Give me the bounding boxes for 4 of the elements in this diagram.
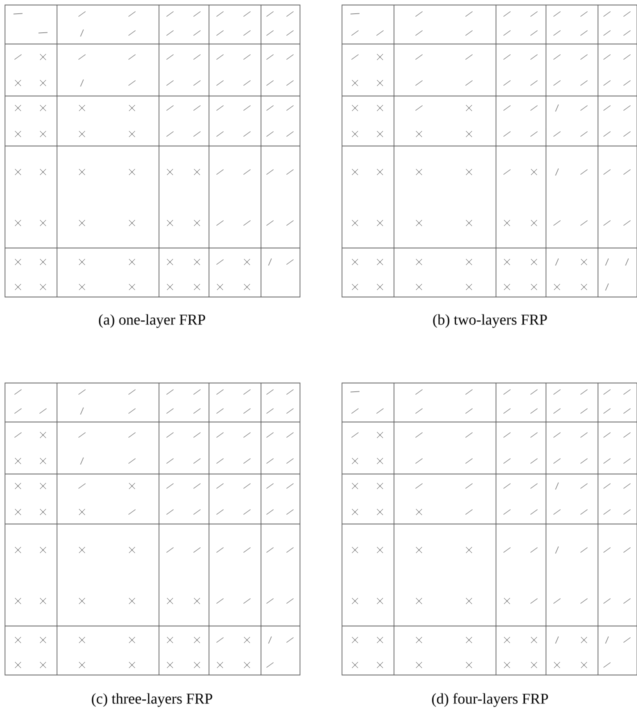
caption: (c) three-layers FRP bbox=[92, 693, 212, 707]
caption: (d) four-layers FRP bbox=[432, 693, 548, 707]
caption: (a) one-layer FRP bbox=[98, 314, 206, 328]
caption: (b) two-layers FRP bbox=[433, 314, 547, 328]
